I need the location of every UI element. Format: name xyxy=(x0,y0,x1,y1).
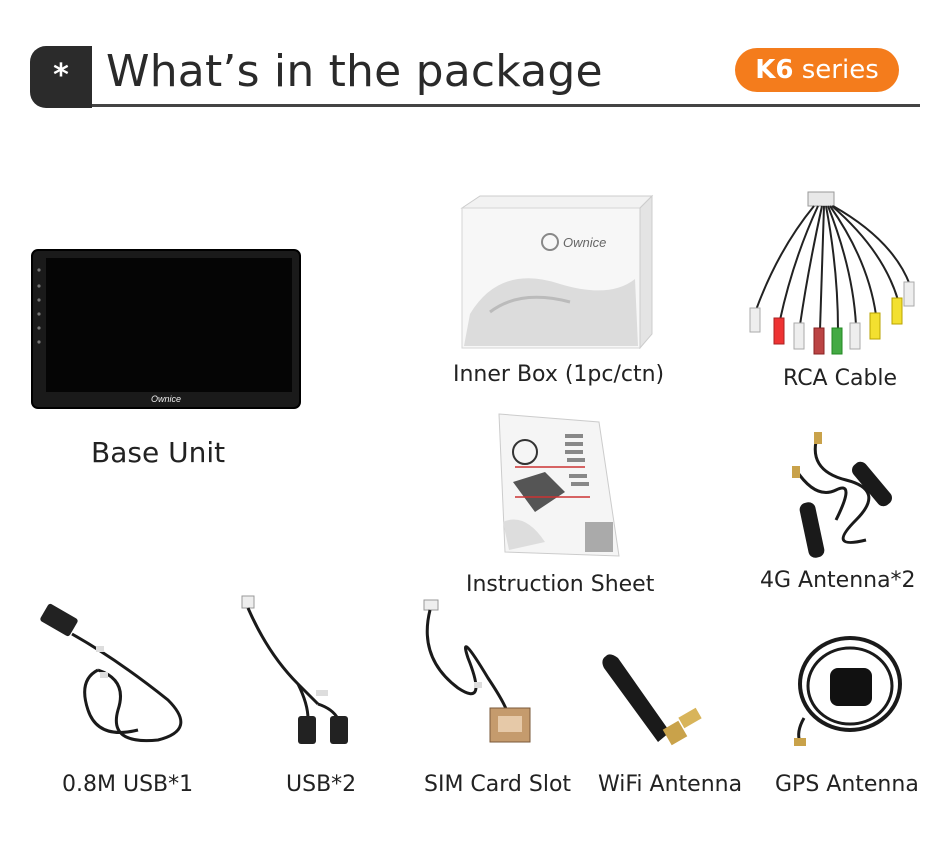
usb-2-label: USB*2 xyxy=(286,772,357,797)
series-badge: K6 series xyxy=(735,48,899,92)
series-suffix: series xyxy=(793,55,879,85)
rca-cable-label: RCA Cable xyxy=(783,366,898,391)
series-name: K6 xyxy=(755,55,794,85)
asterisk-icon: * xyxy=(53,58,69,93)
antenna-4g-label: 4G Antenna*2 xyxy=(760,568,916,593)
header-badge: * xyxy=(30,46,92,108)
inner-box-label: Inner Box (1pc/ctn) xyxy=(453,362,665,387)
gps-antenna-label: GPS Antenna xyxy=(775,772,919,797)
wifi-antenna-label: WiFi Antenna xyxy=(598,772,743,797)
instruction-sheet-label: Instruction Sheet xyxy=(466,572,655,597)
usb-2-image xyxy=(238,594,358,754)
inner-box-image: Ownice xyxy=(460,194,655,349)
wifi-antenna-image xyxy=(600,650,710,750)
sim-slot-label: SIM Card Slot xyxy=(424,772,572,797)
inner-box-brand: Ownice xyxy=(563,235,606,250)
page-title: What’s in the package xyxy=(106,46,603,97)
header-underline xyxy=(92,104,920,107)
antenna-4g-image xyxy=(776,430,916,570)
rca-cable-image xyxy=(738,190,918,360)
base-unit-brand: Ownice xyxy=(151,394,181,404)
base-unit-label: Base Unit xyxy=(91,436,226,469)
instruction-sheet-image xyxy=(495,412,625,560)
base-unit-image: Ownice xyxy=(30,248,302,410)
usb-08m-label: 0.8M USB*1 xyxy=(62,772,194,797)
usb-08m-image xyxy=(38,600,198,750)
gps-antenna-image xyxy=(786,628,906,748)
sim-slot-image xyxy=(418,598,538,748)
